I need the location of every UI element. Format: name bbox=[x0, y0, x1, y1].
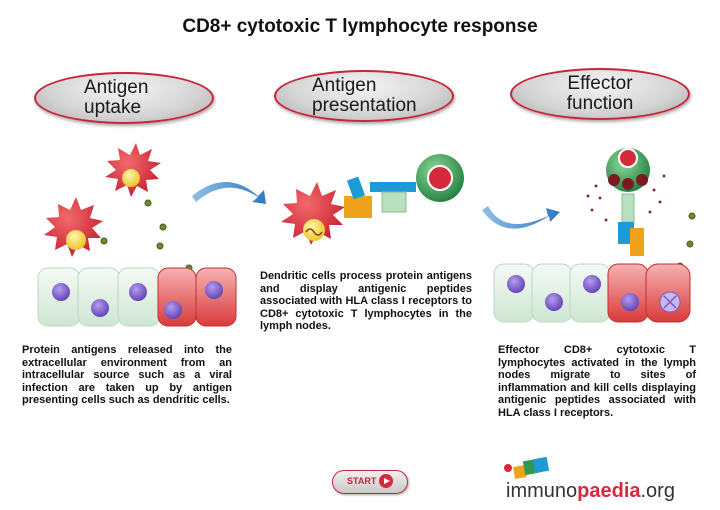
cd8-t-cell bbox=[416, 154, 464, 202]
logo-part-1: immuno bbox=[506, 480, 578, 502]
step-1-label-line2: uptake bbox=[84, 97, 142, 118]
logo-part-2: paedia bbox=[577, 480, 641, 502]
play-icon bbox=[379, 474, 393, 488]
tissue-cells-1 bbox=[37, 267, 237, 327]
step-1-label-line1: Antigen bbox=[84, 77, 149, 98]
step-1-description: Protein antigens released into the extra… bbox=[22, 344, 232, 406]
step-3-description: Effector CD8+ cytotoxic T lymphocytes ac… bbox=[498, 344, 696, 419]
logo-cubes-icon bbox=[504, 456, 550, 479]
dendritic-cell-2 bbox=[44, 197, 103, 257]
step-2-pill: Antigen presentation bbox=[274, 70, 454, 122]
effector-t-cell bbox=[606, 148, 650, 256]
dendritic-cell-presenting bbox=[281, 182, 345, 245]
step-2-description: Dendritic cells process protein antigens… bbox=[260, 270, 472, 332]
start-button-label: START bbox=[347, 476, 377, 486]
step-1-pill: Antigen uptake bbox=[34, 72, 214, 124]
start-button[interactable]: START bbox=[332, 470, 408, 494]
tissue-cells-3 bbox=[493, 263, 691, 323]
step-2-label-line2: presentation bbox=[312, 95, 417, 116]
arrow-icon bbox=[192, 182, 266, 204]
arrow-icon bbox=[482, 206, 560, 229]
step-3-label-line1: Effector bbox=[567, 73, 633, 94]
step-3-pill: Effector function bbox=[510, 68, 690, 120]
page-title: CD8+ cytotoxic T lymphocyte response bbox=[182, 16, 538, 37]
logo[interactable]: immunopaedia.org bbox=[506, 480, 675, 503]
hla-receptor-complex bbox=[344, 176, 416, 218]
dendritic-cell-1 bbox=[105, 143, 161, 197]
logo-part-3: .org bbox=[640, 480, 675, 502]
step-2-label-line1: Antigen bbox=[312, 75, 377, 96]
granules bbox=[586, 174, 666, 222]
step-3-label-line2: function bbox=[566, 93, 634, 114]
